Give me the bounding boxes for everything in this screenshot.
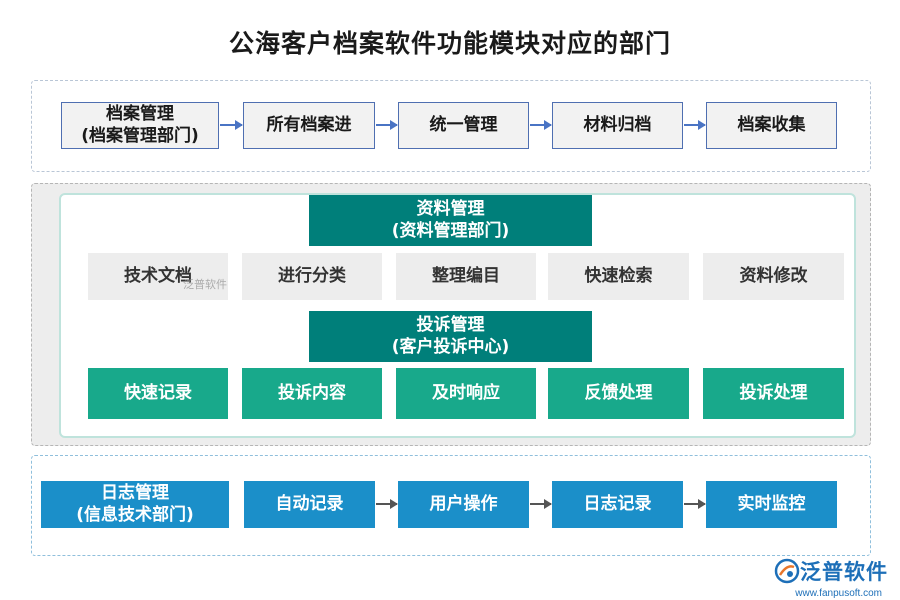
archive-head-box: 档案管理 (档案管理部门)	[61, 102, 219, 149]
brand-logo-icon	[774, 558, 800, 584]
complaint-item-1: 快速记录	[88, 368, 228, 419]
brand-logo: 泛普软件	[774, 556, 888, 586]
log-step-1: 自动记录	[244, 481, 375, 528]
log-head-box: 日志管理 (信息技术部门)	[41, 481, 229, 528]
material-item-3: 整理编目	[396, 253, 536, 300]
complaint-item-4: 反馈处理	[548, 368, 689, 419]
page-title: 公海客户档案软件功能模块对应的部门	[228, 29, 671, 58]
complaint-item-5: 投诉处理	[703, 368, 844, 419]
complaint-head-box: 投诉管理 (客户投诉中心)	[309, 311, 592, 362]
brand-url: www.fanpusoft.com	[795, 588, 882, 599]
material-item-4: 快速检索	[548, 253, 689, 300]
log-step-2: 用户操作	[398, 481, 529, 528]
arrow-icon	[684, 120, 706, 130]
complaint-item-2: 投诉内容	[242, 368, 382, 419]
arrow-icon	[376, 120, 398, 130]
material-item-1: 技术文档	[88, 253, 228, 300]
material-item-5: 资料修改	[703, 253, 844, 300]
archive-step-1: 所有档案进	[243, 102, 375, 149]
material-item-2: 进行分类	[242, 253, 382, 300]
arrow-icon	[220, 120, 243, 130]
arrow-icon	[530, 499, 552, 509]
complaint-item-3: 及时响应	[396, 368, 536, 419]
material-head-box: 资料管理 (资料管理部门)	[309, 195, 592, 246]
arrow-icon	[530, 120, 552, 130]
brand-logo-text: 泛普软件	[800, 560, 888, 584]
arrow-icon	[376, 499, 398, 509]
arrow-icon	[684, 499, 706, 509]
log-step-3: 日志记录	[552, 481, 683, 528]
archive-step-4: 档案收集	[706, 102, 837, 149]
archive-step-2: 统一管理	[398, 102, 529, 149]
log-step-4: 实时监控	[706, 481, 837, 528]
archive-step-3: 材料归档	[552, 102, 683, 149]
inline-watermark: 泛普软件	[183, 278, 227, 291]
